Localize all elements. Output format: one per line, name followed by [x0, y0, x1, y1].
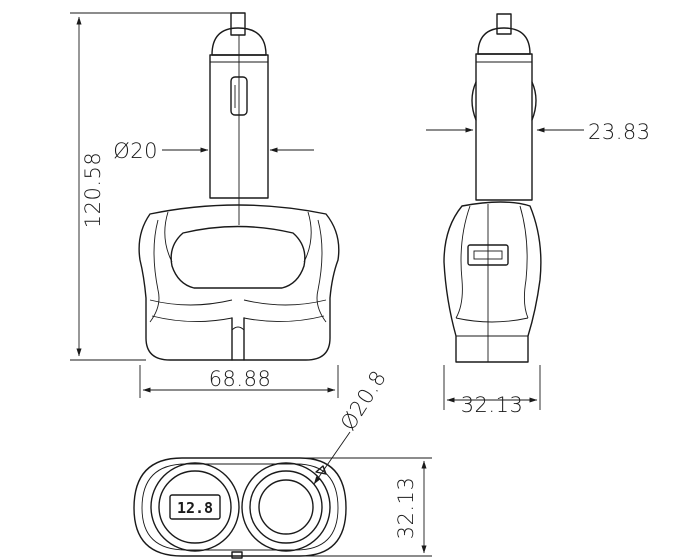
left-socket-outer: [150, 462, 240, 552]
voltmeter-reading: 12.8: [177, 499, 213, 517]
right-socket-inner: [258, 479, 314, 535]
dim-total-height: 120.58: [81, 152, 105, 228]
side-view: [443, 13, 542, 363]
bottom-view: 12.8: [133, 457, 347, 559]
usb-port: [467, 244, 509, 266]
side-plug-tip: [496, 13, 512, 35]
dim-socket-diameter: Ø20.8: [336, 366, 391, 435]
plug-tip: [230, 12, 246, 36]
plug-barrel: [209, 54, 269, 199]
right-socket-mid: [249, 470, 323, 544]
dim-body-width: 68.88: [209, 367, 272, 391]
side-plug-nose: [477, 27, 531, 55]
side-body: [443, 201, 542, 363]
side-contact-right: [531, 81, 537, 121]
dim-contact-width: 23.83: [588, 120, 651, 144]
plug-nose: [211, 27, 267, 56]
front-window: [170, 225, 306, 289]
left-socket-inner: [158, 470, 232, 544]
side-contact-left: [471, 81, 477, 121]
front-view: [138, 12, 340, 361]
dim-plug-diameter: Ø20: [113, 139, 158, 163]
voltmeter-display: [169, 494, 221, 520]
side-plug-barrel: [475, 53, 533, 201]
dim-bottom-depth: 32.13: [394, 477, 418, 540]
front-body: [138, 204, 340, 361]
dim-side-depth: 32.13: [461, 393, 524, 417]
right-socket-outer: [241, 462, 331, 552]
